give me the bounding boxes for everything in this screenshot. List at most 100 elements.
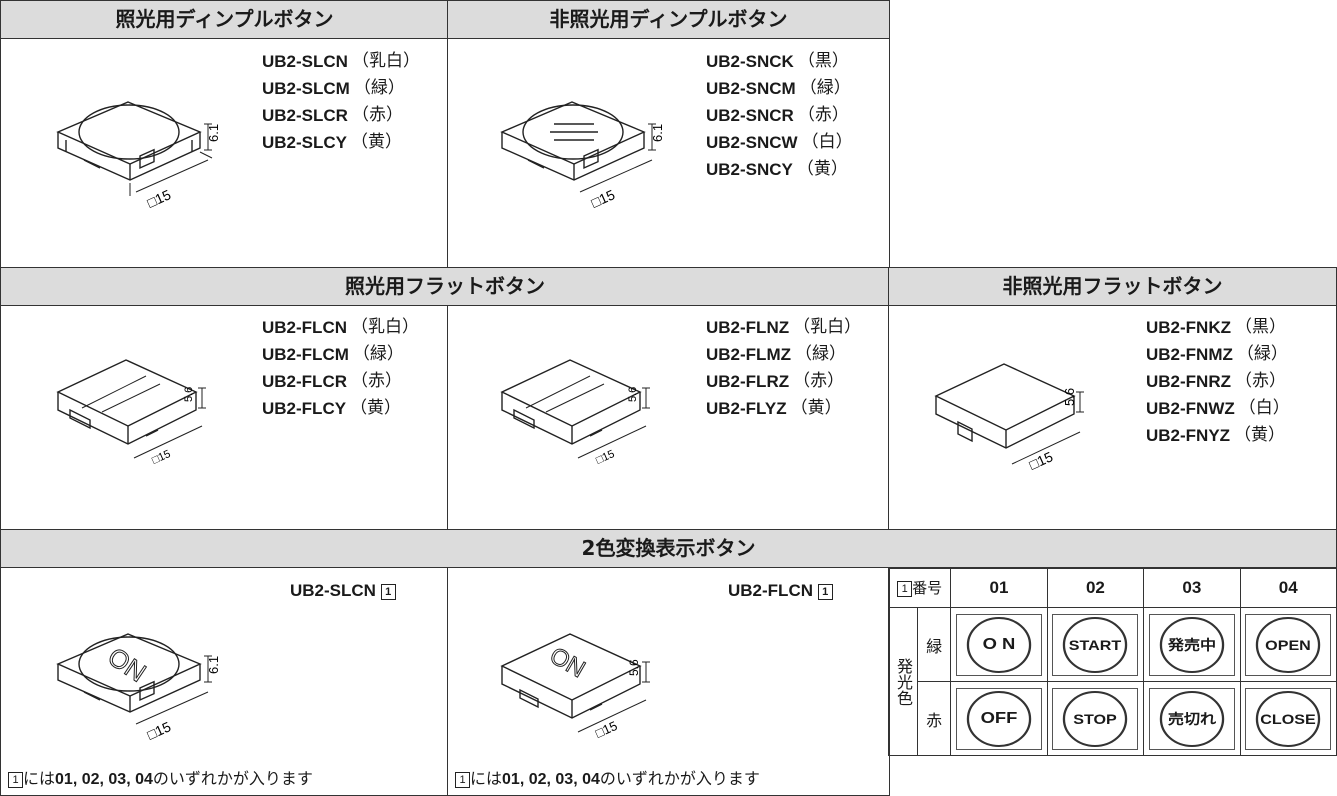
model-color: （緑） xyxy=(799,78,851,98)
dim-height-label: 5.6 xyxy=(627,387,639,402)
button-frame: 発売中 xyxy=(1148,613,1235,676)
models-nonillum-dimple: UB2-SNCK（黒） UB2-SNCM（緑） UB2-SNCR（赤） UB2-… xyxy=(706,48,853,183)
legend-button-cell: OPEN xyxy=(1239,607,1337,682)
model-row: UB2-FLYZ（黄） xyxy=(706,395,861,422)
model-row: UB2-FNMZ（緑） xyxy=(1146,341,1290,368)
model-code: UB2-SLCM xyxy=(262,79,350,98)
model-color: （緑） xyxy=(353,78,405,98)
model-color: （赤） xyxy=(351,105,403,125)
model-color: （黄） xyxy=(790,398,842,418)
model-row: UB2-FNWZ（白） xyxy=(1146,395,1290,422)
emission-label-text: 発光色 xyxy=(893,657,913,706)
model-row: UB2-FNRZ（赤） xyxy=(1146,368,1290,395)
header-illum-flat-text: 照光用フラットボタン xyxy=(345,274,545,298)
model-code: UB2-FLCY xyxy=(262,399,347,418)
emission-label: 発光色 xyxy=(888,607,918,756)
models-illum-flat-left: UB2-FLCN（乳白） UB2-FLCM（緑） UB2-FLCR（赤） UB2… xyxy=(262,314,419,422)
legend-button-cell: OFF xyxy=(950,681,1048,756)
two-color-dimple-drawing: ON 6.1 □15 xyxy=(56,633,221,743)
cell-two-color-right xyxy=(447,567,890,796)
header-nonillum-dimple-text: 非照光用ディンプルボタン xyxy=(549,7,788,31)
number-box: 1 xyxy=(455,772,470,788)
model-code: UB2-FLRZ xyxy=(706,372,790,391)
model-color: （黄） xyxy=(350,398,402,418)
cap-text: ON xyxy=(545,642,590,683)
cell-illum-flat-right xyxy=(447,305,890,531)
model-code: UB2-FNKZ xyxy=(1146,318,1231,337)
model-color: （黄） xyxy=(351,132,403,152)
dim-height-label: 6.1 xyxy=(206,656,221,674)
model-code: UB2-FLCN xyxy=(728,581,813,600)
model-color: （赤） xyxy=(797,105,849,125)
cell-nonillum-dimple xyxy=(447,38,890,269)
model-row: UB2-SLCN（乳白） xyxy=(262,48,420,75)
models-illum-dimple: UB2-SLCN（乳白） UB2-SLCM（緑） UB2-SLCR（赤） UB2… xyxy=(262,48,420,156)
dim-side-label: □15 xyxy=(589,186,618,210)
legend-button-cell: 売切れ xyxy=(1143,681,1241,756)
model-code: UB2-SLCN xyxy=(262,52,348,71)
flat-button-drawing: 5.6 □15 xyxy=(500,359,650,467)
header-two-color: 2色変換表示ボタン xyxy=(0,529,1337,569)
model-color: （緑） xyxy=(1236,344,1288,364)
legend-button: OPEN xyxy=(1256,616,1321,673)
models-nonillum-flat: UB2-FNKZ（黒） UB2-FNMZ（緑） UB2-FNRZ（赤） UB2-… xyxy=(1146,314,1290,449)
number-box: 1 xyxy=(380,584,396,600)
model-code: UB2-SLCN xyxy=(290,581,376,600)
number-col: 03 xyxy=(1143,567,1241,608)
number-box: 1 xyxy=(817,584,833,600)
number-box: 1 xyxy=(8,772,23,788)
model-row: UB2-SLCY（黄） xyxy=(262,129,420,156)
model-row: UB2-FLCM（緑） xyxy=(262,341,419,368)
flat-button-drawing: 5.6 □15 xyxy=(934,363,1084,473)
model-row: UB2-FNKZ（黒） xyxy=(1146,314,1290,341)
dimple-button-drawing: 6.1 □15 xyxy=(500,101,665,211)
button-frame: O N xyxy=(955,613,1042,676)
model-color: （赤） xyxy=(1235,371,1286,391)
model-color: （黄） xyxy=(796,159,848,179)
model-row: UB2-SLCM（緑） xyxy=(262,75,420,102)
note-prefix: には xyxy=(470,769,503,788)
dim-side-label: □15 xyxy=(145,718,174,742)
button-frame: START xyxy=(1052,613,1139,676)
model-row: UB2-SLCR（赤） xyxy=(262,102,420,129)
header-illum-flat: 照光用フラットボタン xyxy=(0,267,890,307)
header-illum-dimple: 照光用ディンプルボタン xyxy=(0,0,449,40)
dim-side-label: □15 xyxy=(594,448,616,467)
model-color: （黒） xyxy=(797,51,849,71)
legend-row-red: 赤 OFF STOP 売切れ CLOSE xyxy=(889,681,1337,756)
model-code: UB2-FNWZ xyxy=(1146,399,1235,418)
cell-nonillum-flat xyxy=(888,305,1337,531)
button-frame: 売切れ xyxy=(1148,687,1235,750)
number-col: 02 xyxy=(1046,567,1145,608)
number-col: 01 xyxy=(950,567,1048,608)
note-codes: 01, 02, 03, 04 xyxy=(55,771,153,788)
model-color: （白） xyxy=(1238,398,1290,418)
model-row: UB2-FLCY（黄） xyxy=(262,395,419,422)
model-color: （黒） xyxy=(1235,317,1286,337)
legend-button: 売切れ xyxy=(1159,690,1225,747)
number-col: 04 xyxy=(1239,567,1337,608)
legend-row-green: 発光色 緑 O N START 発売中 OPEN xyxy=(888,607,1337,756)
model-code: UB2-SLCY xyxy=(262,133,348,152)
legend-button: CLOSE xyxy=(1256,690,1321,747)
dim-side-label: □15 xyxy=(150,448,172,467)
model-row: UB2-SNCY（黄） xyxy=(706,156,853,183)
cell-illum-dimple xyxy=(0,38,449,269)
header-nonillum-dimple: 非照光用ディンプルボタン xyxy=(447,0,890,40)
model-code: UB2-SLCR xyxy=(262,106,348,125)
legend-button: 発売中 xyxy=(1159,616,1225,673)
model-code: UB2-SNCW xyxy=(706,133,798,152)
model-code: UB2-FLYZ xyxy=(706,399,787,418)
legend-button: START xyxy=(1063,616,1128,673)
color-label: 赤 xyxy=(916,681,952,756)
model-row: UB2-FLMZ（緑） xyxy=(706,341,861,368)
header-two-color-text: 2色変換表示ボタン xyxy=(581,536,756,560)
cap-text: ON xyxy=(102,641,151,688)
model-row: UB2-FLNZ（乳白） xyxy=(706,314,861,341)
two-color-right-code: UB2-FLCN 1 xyxy=(728,581,833,601)
two-color-left-code: UB2-SLCN 1 xyxy=(290,581,396,601)
number-header-text: 番号 xyxy=(912,579,943,597)
